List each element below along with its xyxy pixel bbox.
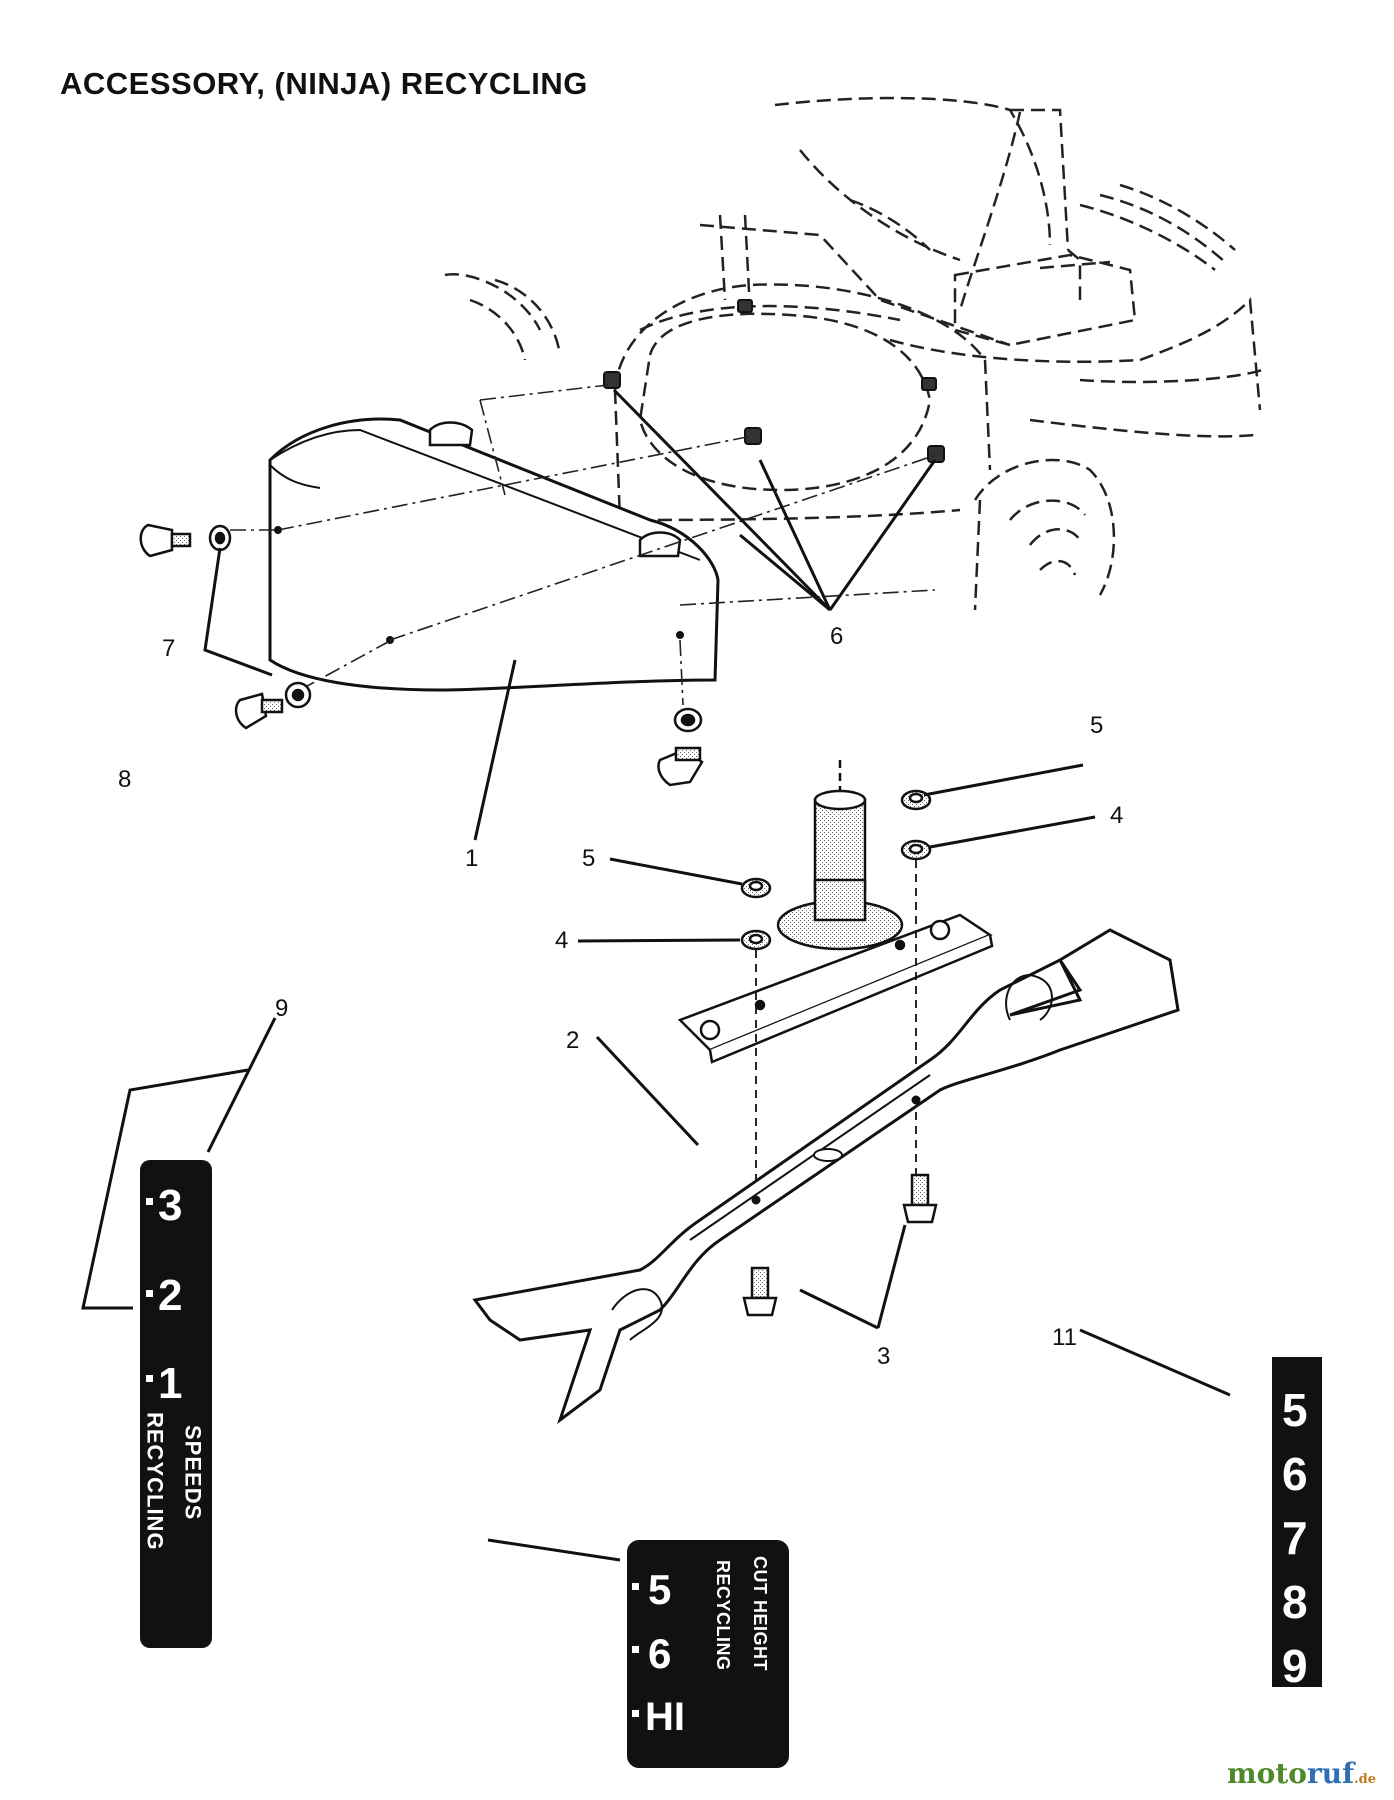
watermark-logo: motoruf.de bbox=[1227, 1757, 1376, 1790]
callout-1: 1 bbox=[465, 845, 478, 872]
decal-11-number-8: 8 bbox=[1282, 1576, 1308, 1628]
decal-10-cut-height: 5 6 HI RECYCLING CUT HEIGHT bbox=[627, 1540, 789, 1768]
spindle-assembly bbox=[677, 760, 994, 1064]
decal-9-speeds-label: SPEEDS bbox=[181, 1425, 206, 1520]
decal-9-recycling-label: RECYCLING bbox=[143, 1412, 168, 1551]
callout-5-upper: 5 bbox=[1090, 712, 1103, 739]
decal-11-number-6: 6 bbox=[1282, 1448, 1308, 1500]
decal-9-number-2: 2 bbox=[158, 1271, 182, 1320]
decal-10-number-5: 5 bbox=[648, 1566, 671, 1613]
callout-2: 2 bbox=[566, 1027, 579, 1054]
decal-11-height-numbers: 5 6 7 8 9 bbox=[1272, 1357, 1322, 1692]
callout-4-lower: 4 bbox=[555, 927, 568, 954]
mower-blade-part-2 bbox=[472, 928, 1180, 1425]
callout-numbers: 1 2 3 4 4 5 5 6 7 8 9 10 11 bbox=[118, 623, 1123, 1370]
alignment-lines bbox=[230, 384, 937, 706]
deck-studs bbox=[603, 299, 945, 463]
decal-11-number-7: 7 bbox=[1282, 1512, 1308, 1564]
spindle-hardware bbox=[740, 789, 932, 1200]
callout-9: 9 bbox=[275, 995, 288, 1022]
decal-9-number-3: 3 bbox=[158, 1181, 182, 1230]
callout-5-lower: 5 bbox=[582, 845, 595, 872]
callout-4-upper: 4 bbox=[1110, 802, 1123, 829]
callout-11: 11 bbox=[1052, 1324, 1077, 1351]
callout-7: 7 bbox=[162, 635, 175, 662]
decal-10-recycling-label: RECYCLING bbox=[713, 1560, 733, 1671]
hardware-left-upper bbox=[139, 523, 232, 558]
decal-10-hi: HI bbox=[645, 1695, 685, 1739]
watermark-suffix: .de bbox=[1354, 1772, 1376, 1787]
hardware-right bbox=[657, 707, 704, 787]
decal-11-number-5: 5 bbox=[1282, 1384, 1308, 1436]
callout-6: 6 bbox=[830, 623, 843, 650]
callout-8: 8 bbox=[118, 766, 131, 793]
decal-11-number-9: 9 bbox=[1282, 1640, 1308, 1692]
decal-10-cut-height-label: CUT HEIGHT bbox=[750, 1556, 770, 1671]
leader-lines bbox=[81, 388, 1231, 1562]
decal-10-number-6: 6 bbox=[648, 1630, 671, 1677]
hardware-left-lower bbox=[234, 681, 312, 730]
decal-9-recycling-speeds: 3 2 1 RECYCLING SPEEDS bbox=[140, 1160, 212, 1648]
blade-bolts-part-3 bbox=[742, 1173, 938, 1317]
chute-cover-part-1 bbox=[268, 417, 720, 692]
watermark-part-a: moto bbox=[1227, 1757, 1307, 1790]
decal-9-number-1: 1 bbox=[158, 1359, 182, 1408]
callout-3: 3 bbox=[877, 1343, 890, 1370]
watermark-part-b: ruf bbox=[1306, 1757, 1355, 1790]
page-title: ACCESSORY, (NINJA) RECYCLING bbox=[60, 66, 588, 101]
